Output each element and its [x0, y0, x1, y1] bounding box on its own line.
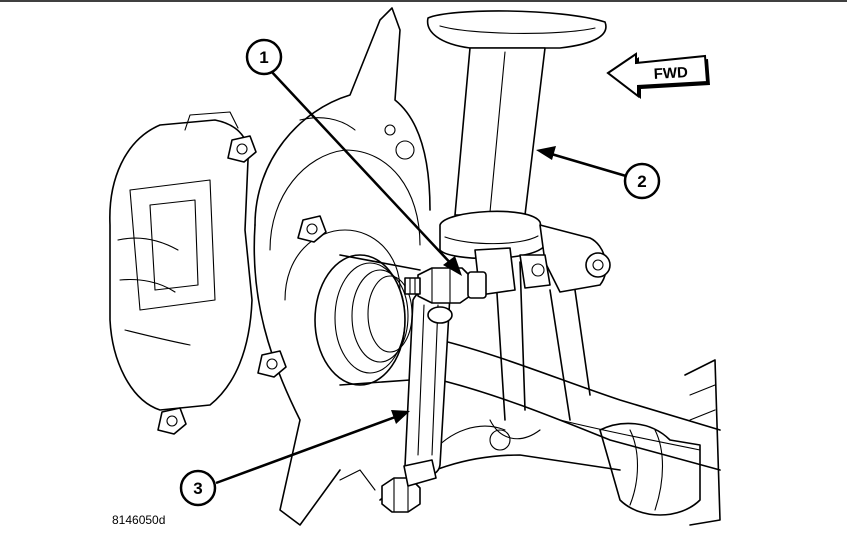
figure-code: 8146050d	[112, 513, 165, 527]
stabilizer-link	[404, 285, 453, 478]
callout-2: 2	[623, 162, 661, 200]
hub-bolt-upper	[297, 215, 327, 243]
caliper-bolt-lower	[157, 407, 187, 435]
cv-joint-boot	[314, 254, 421, 386]
callout-3-label: 3	[193, 479, 202, 498]
callout-1: 1	[245, 38, 283, 76]
right-cv-joint	[599, 359, 721, 526]
strut-assembly	[426, 10, 611, 440]
leader-line-2	[536, 146, 627, 178]
forward-direction-arrow: FWD	[606, 52, 710, 99]
fwd-label: FWD	[653, 64, 688, 83]
leader-line-1	[269, 69, 462, 276]
drive-shaft	[439, 339, 721, 471]
leader-line-3	[215, 410, 410, 485]
callout-2-label: 2	[637, 172, 646, 191]
callout-1-label: 1	[259, 48, 268, 67]
brake-caliper	[109, 111, 253, 411]
callout-3: 3	[179, 469, 217, 507]
caliper-bolt-upper	[227, 135, 257, 163]
stabilizer-link-lower-nut	[381, 459, 437, 513]
hub-bolt-lower	[257, 350, 287, 378]
stabilizer-link-upper-nut	[404, 267, 487, 304]
